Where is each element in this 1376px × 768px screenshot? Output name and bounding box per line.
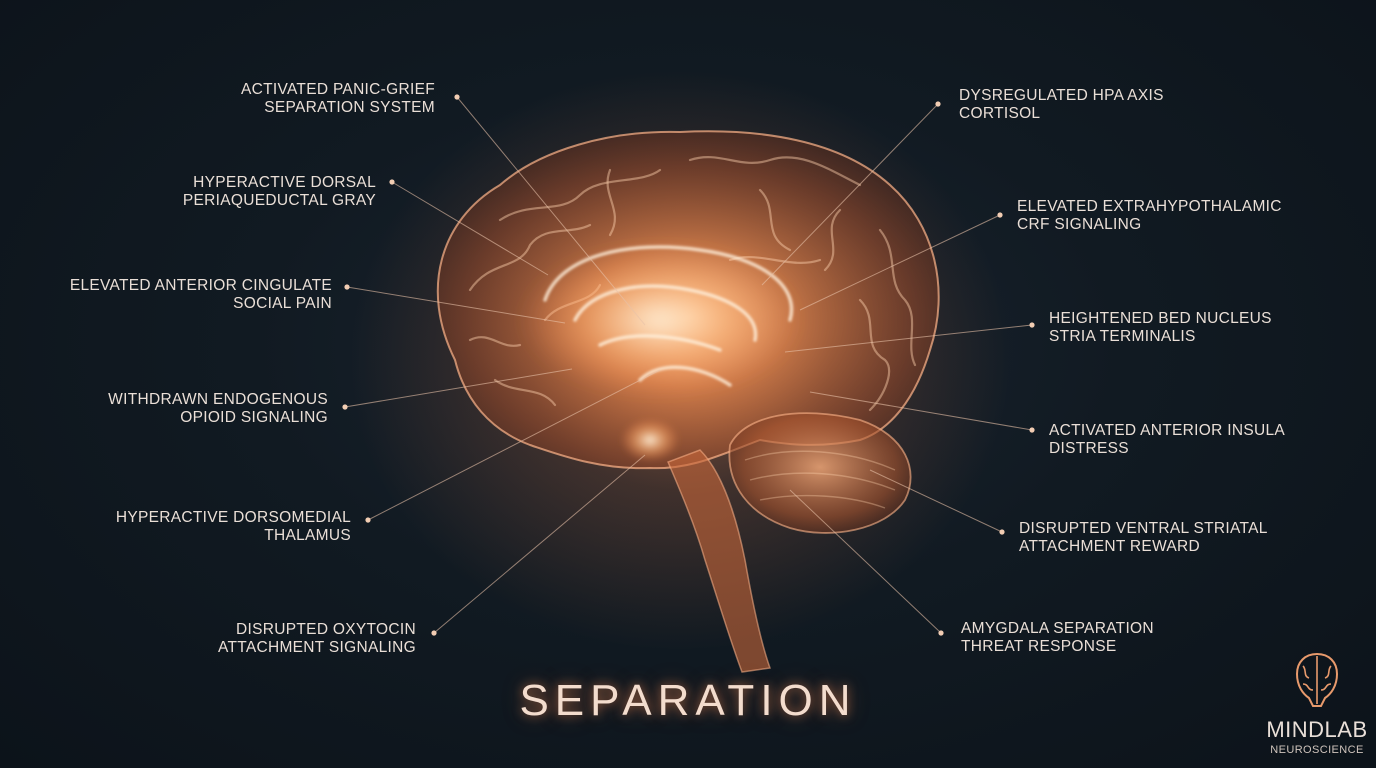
leader-line [433,454,646,634]
leader-dot [454,94,460,100]
leader-dot [389,179,395,185]
brain-logo-icon [1295,652,1339,707]
leader-line [391,181,549,276]
leader-dot [342,404,348,410]
leader-dot [1029,427,1035,433]
leader-line [456,96,646,326]
leader-line [367,369,661,521]
leader-lines [342,94,1035,636]
logo-subtitle: NEUROSCIENCE [1270,744,1364,756]
cerebellum [728,412,912,534]
leader-dot [365,517,371,523]
thalamus-glow [620,418,680,462]
leader-dot [1029,322,1035,328]
leader-line [869,469,1003,533]
leader-line [809,391,1033,431]
cerebellum-folds [744,450,896,509]
limbic-core-glow [520,245,800,395]
diagram-title: SEPARATION [519,676,857,725]
limbic-structures [543,245,794,387]
logo: MINDLAB NEUROSCIENCE [1262,650,1372,756]
leader-line [344,368,573,408]
leader-line [799,214,1001,311]
gyri-texture [468,156,917,412]
leader-dot [999,529,1005,535]
brainstem [667,449,772,673]
leader-dot [935,101,941,107]
leader-line [761,103,939,286]
logo-name: MINDLAB [1266,717,1368,742]
leader-dot [997,212,1003,218]
leader-line [789,489,942,634]
leader-line [346,286,566,324]
leader-dot [344,284,350,290]
leader-dot [431,630,437,636]
leader-line [784,324,1033,353]
leader-dot [938,630,944,636]
